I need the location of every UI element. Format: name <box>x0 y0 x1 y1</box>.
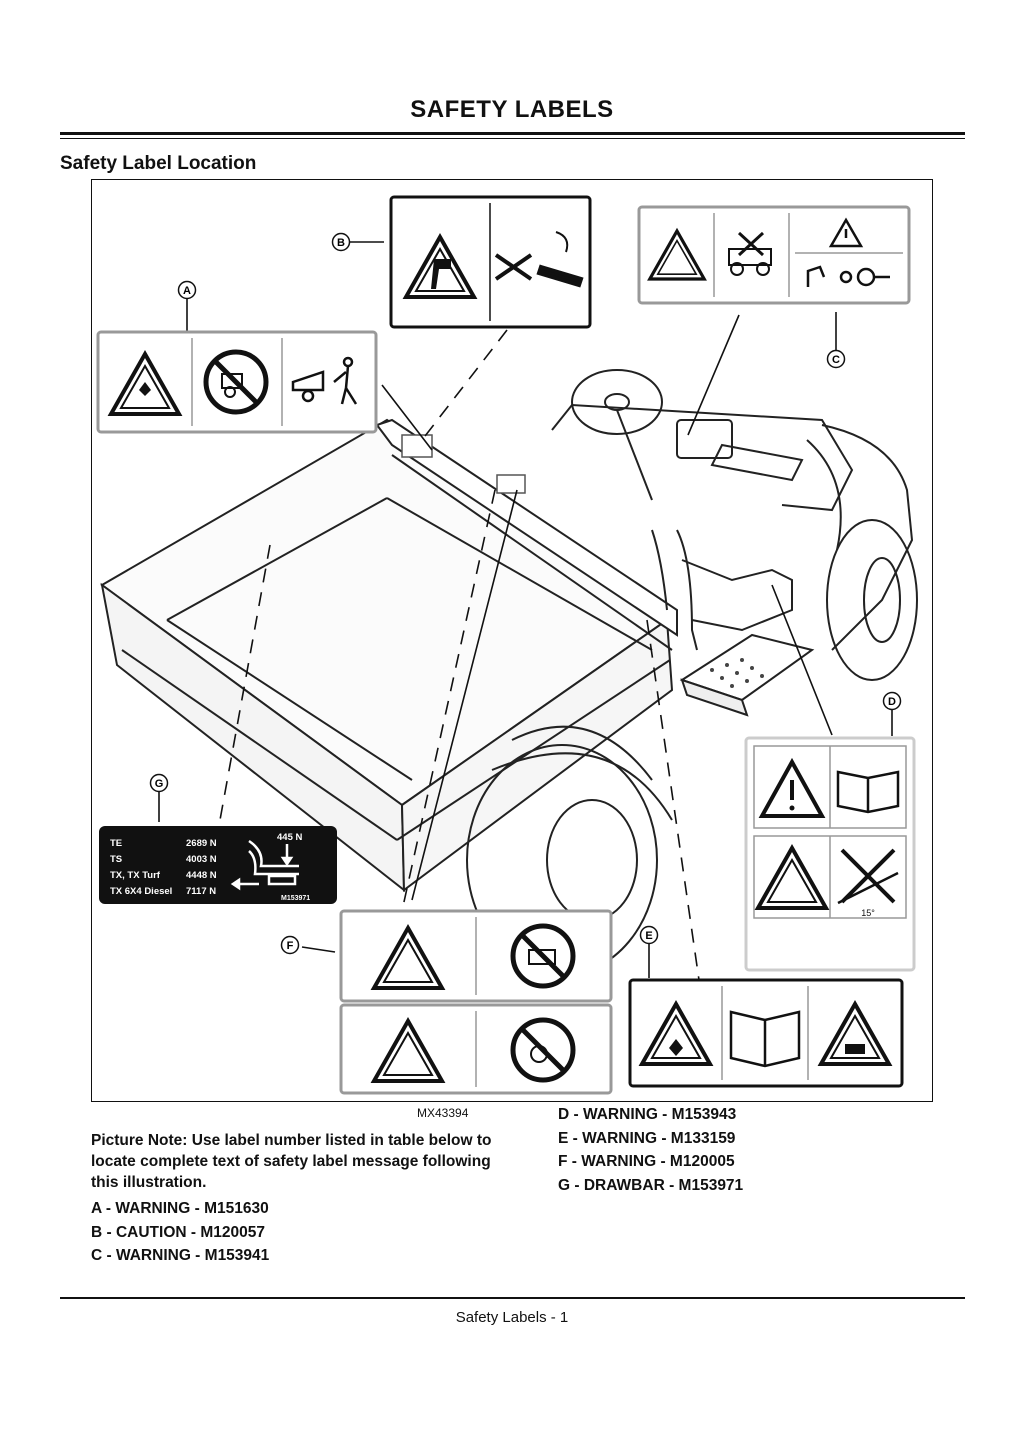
page-title: SAFETY LABELS <box>410 96 614 123</box>
drawbar-model-ts: TS <box>110 854 122 865</box>
label-b <box>389 195 592 329</box>
label-e <box>628 978 904 1088</box>
drawbar-model-diesel: TX 6X4 Diesel <box>110 886 172 897</box>
drawbar-hitch-icon <box>230 839 299 891</box>
svg-text:F: F <box>287 940 294 952</box>
label-f-2 <box>339 1003 613 1095</box>
picture-note: Picture Note: Use label number listed in… <box>91 1132 492 1191</box>
key-removal-icon <box>806 265 890 287</box>
drawbar-part: M153971 <box>281 895 310 902</box>
drawbar-model-tx: TX, TX Turf <box>110 870 161 881</box>
label-list-left: A - WARNING - M151630 B - CAUTION - M120… <box>91 1197 269 1268</box>
drawbar-value-te: 2689 N <box>186 838 217 849</box>
svg-text:C: C <box>832 354 840 366</box>
svg-text:E: E <box>645 930 652 942</box>
tipping-bed-icon <box>291 356 358 405</box>
svg-text:A: A <box>183 285 191 297</box>
no-bystander-icon <box>513 1020 573 1080</box>
section-title: Safety Label Location <box>60 153 257 174</box>
safety-label-illustration: A B C D E F G <box>91 179 933 1102</box>
drawbar-value-tx: 4448 N <box>186 870 217 881</box>
header-rule-thin <box>60 138 965 139</box>
drawbar-load: 445 N <box>277 832 302 843</box>
svg-text:B: B <box>337 237 345 249</box>
leader-lines <box>158 241 893 978</box>
no-riding-icon <box>206 352 266 412</box>
figure-code: MX43394 <box>417 1106 469 1120</box>
vehicle-drawing <box>100 369 918 976</box>
label-a <box>96 330 378 434</box>
list-item: G - DRAWBAR - M153971 <box>558 1176 744 1194</box>
label-c <box>637 205 911 305</box>
callout-letters: A B C D E F G <box>149 232 902 955</box>
read-manual-icon <box>836 770 900 814</box>
callout-d: D <box>882 691 902 711</box>
list-item: E - WARNING - M133159 <box>558 1129 736 1147</box>
callout-b: B <box>331 232 351 252</box>
footer-rule <box>60 1297 965 1299</box>
slope-text: 15° <box>861 908 875 918</box>
list-item: F - WARNING - M120005 <box>558 1153 735 1170</box>
crush-hazard-icon <box>494 231 584 288</box>
svg-text:G: G <box>155 778 164 790</box>
header-rule <box>60 132 965 135</box>
drawbar-value-ts: 4003 N <box>186 854 217 865</box>
no-steep-slope-icon <box>837 848 899 905</box>
page-footer: Safety Labels - 1 <box>455 1309 569 1326</box>
operator-manual-icon <box>729 1010 801 1068</box>
list-item: C - WARNING - M153941 <box>91 1247 270 1264</box>
list-item: D - WARNING - M153943 <box>558 1106 737 1123</box>
dashed-leaders <box>219 329 700 981</box>
callout-f: F <box>280 935 300 955</box>
list-item: B - CAUTION - M120057 <box>91 1223 265 1241</box>
svg-text:D: D <box>888 696 896 708</box>
label-d: 15° <box>744 736 916 972</box>
caution-triangle-icon <box>828 217 864 248</box>
callout-a: A <box>177 280 197 300</box>
callout-g: G <box>149 773 169 793</box>
callout-e: E <box>639 925 659 945</box>
drawbar-model-te: TE <box>110 838 122 849</box>
no-starting-off-seat-icon <box>513 926 573 986</box>
label-list-right: D - WARNING - M153943 E - WARNING - M133… <box>558 1103 743 1197</box>
no-passenger-icon <box>728 231 772 276</box>
drawbar-value-diesel: 7117 N <box>186 886 216 897</box>
callout-c: C <box>826 349 846 369</box>
label-g: TE 2689 N TS 4003 N TX, TX Turf 4448 N T… <box>99 826 337 904</box>
list-item: A - WARNING - M151630 <box>91 1200 269 1217</box>
general-warning-icon <box>758 757 826 818</box>
label-f <box>339 909 613 1003</box>
